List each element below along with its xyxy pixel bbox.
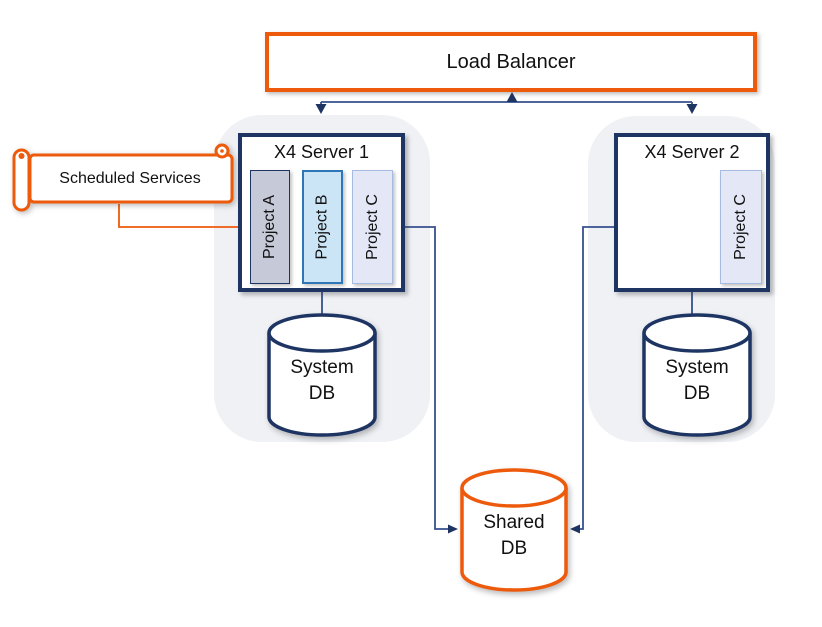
arrowhead-into-shareddb-right bbox=[570, 524, 580, 534]
scroll-left-roll bbox=[12, 148, 31, 212]
scroll-left-curl-icon bbox=[18, 153, 25, 159]
server2-project-c-label: Project C bbox=[732, 194, 750, 260]
server1-systemdb-cylinder: System DB bbox=[267, 313, 377, 437]
load-balancer-label: Load Balancer bbox=[446, 50, 576, 73]
cylinder-body bbox=[460, 488, 568, 592]
scheduled-services-scroll-shape bbox=[12, 143, 234, 212]
scheduled-services-label: Scheduled Services bbox=[59, 169, 201, 187]
load-balancer-connector-line bbox=[320, 96, 693, 105]
server1-project-b-label: Project B bbox=[313, 194, 331, 260]
server1-title: X4 Server 1 bbox=[273, 142, 370, 162]
arrowhead-down-to-server1 bbox=[315, 104, 327, 114]
arrowhead-down-to-server2 bbox=[686, 104, 698, 114]
server1-systemdb-label: System DB bbox=[290, 357, 354, 404]
scroll-top-right-curl-dot bbox=[220, 149, 224, 153]
server1-project-c-label: Project C bbox=[363, 194, 381, 260]
cylinder-body bbox=[267, 333, 377, 437]
cylinder-top bbox=[460, 468, 568, 508]
cylinder-top bbox=[267, 313, 377, 353]
server2-systemdb-label: System DB bbox=[665, 357, 729, 404]
server1-shareddb-connector-line bbox=[399, 226, 449, 530]
arrowhead-up-to-load-balancer bbox=[506, 92, 518, 102]
server2-systemdb-cylinder: System DB bbox=[642, 313, 752, 437]
cylinder-top bbox=[642, 313, 752, 353]
server1-project-b-box: Project B bbox=[302, 170, 343, 284]
shareddb-label: Shared DB bbox=[483, 512, 545, 559]
load-balancer-box: Load Balancer bbox=[265, 32, 757, 92]
server1-project-a-box: Project A bbox=[250, 170, 290, 284]
arrowhead-into-shareddb-left bbox=[448, 524, 458, 534]
scheduled-services-connector-line bbox=[118, 204, 240, 228]
shareddb-cylinder: Shared DB bbox=[460, 468, 568, 592]
cylinder-body bbox=[642, 333, 752, 437]
server1-project-a-label: Project A bbox=[261, 194, 278, 260]
server2-project-c-box: Project C bbox=[720, 170, 762, 284]
server1-project-c-box: Project C bbox=[352, 170, 393, 284]
server2-title: X4 Server 2 bbox=[644, 142, 740, 162]
